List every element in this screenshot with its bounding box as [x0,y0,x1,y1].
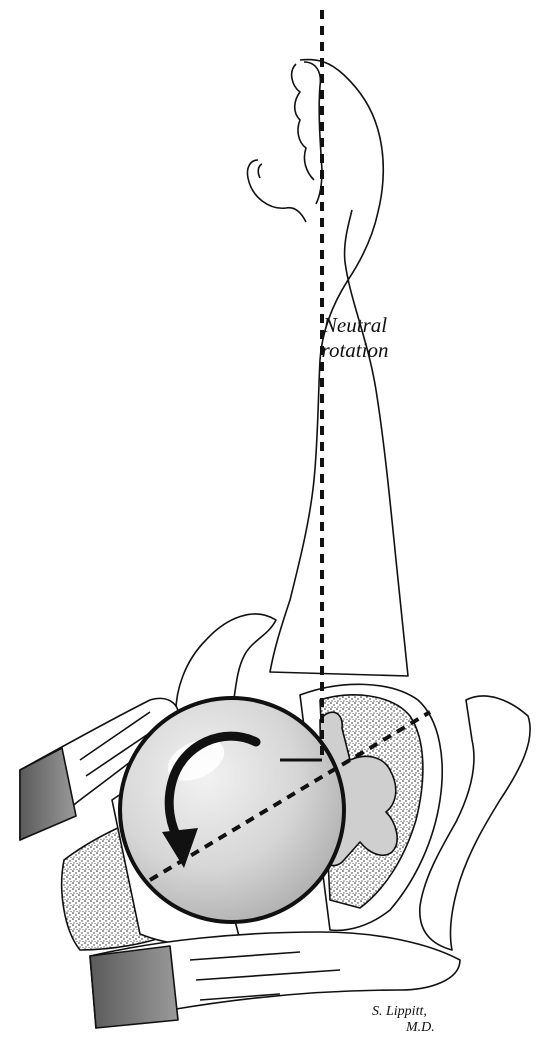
rotation-label-line2: rotation [300,338,410,363]
arm-outline [247,60,408,676]
rotation-label-line1: Neutral [300,313,410,338]
rotation-label: Neutral rotation [300,313,410,363]
signature-credential: M.D. [372,1020,435,1036]
humeral-head [120,698,344,922]
signature-name: S. Lippitt, [372,1004,435,1020]
artist-signature: S. Lippitt, M.D. [372,1004,435,1036]
